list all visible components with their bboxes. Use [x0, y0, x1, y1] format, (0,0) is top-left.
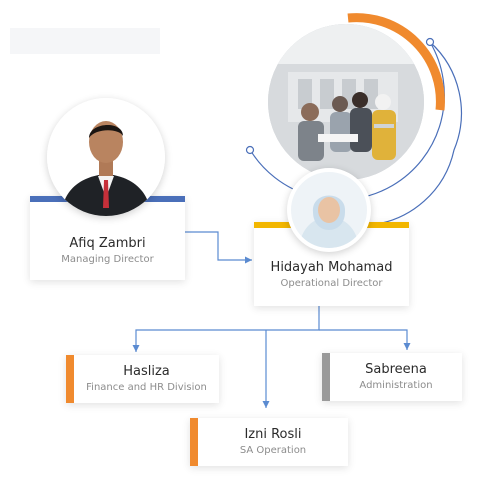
- background-banner: [10, 28, 160, 54]
- person-name: Hasliza: [123, 364, 170, 379]
- person-role: Administration: [359, 380, 433, 391]
- connector-hidayah-trunk: [132, 300, 320, 352]
- team-photo: [268, 24, 424, 180]
- person-portrait-icon: [287, 168, 371, 252]
- connector-afiq-hidayah: [185, 231, 252, 264]
- org-card-hasliza: Hasliza Finance and HR Division: [66, 355, 219, 403]
- decorative-orange-arc: [347, 13, 445, 111]
- person-name: Afiq Zambri: [69, 236, 146, 251]
- orbit-dot-right: [425, 37, 435, 47]
- orbit-dot-left: [245, 145, 255, 155]
- org-card-izni: Izni Rosli SA Operation: [190, 418, 348, 466]
- person-portrait-icon: [47, 98, 165, 216]
- person-name: Hidayah Mohamad: [270, 260, 393, 275]
- decorative-orbit-line: [248, 41, 462, 226]
- person-role: Finance and HR Division: [86, 382, 207, 393]
- person-role: Managing Director: [61, 254, 154, 265]
- org-card-sabreena: Sabreena Administration: [322, 353, 462, 401]
- person-role: Operational Director: [280, 278, 383, 289]
- person-name: Izni Rosli: [244, 427, 302, 442]
- connector-sabreena: [319, 329, 411, 350]
- person-name: Sabreena: [365, 362, 427, 377]
- person-role: SA Operation: [239, 445, 307, 456]
